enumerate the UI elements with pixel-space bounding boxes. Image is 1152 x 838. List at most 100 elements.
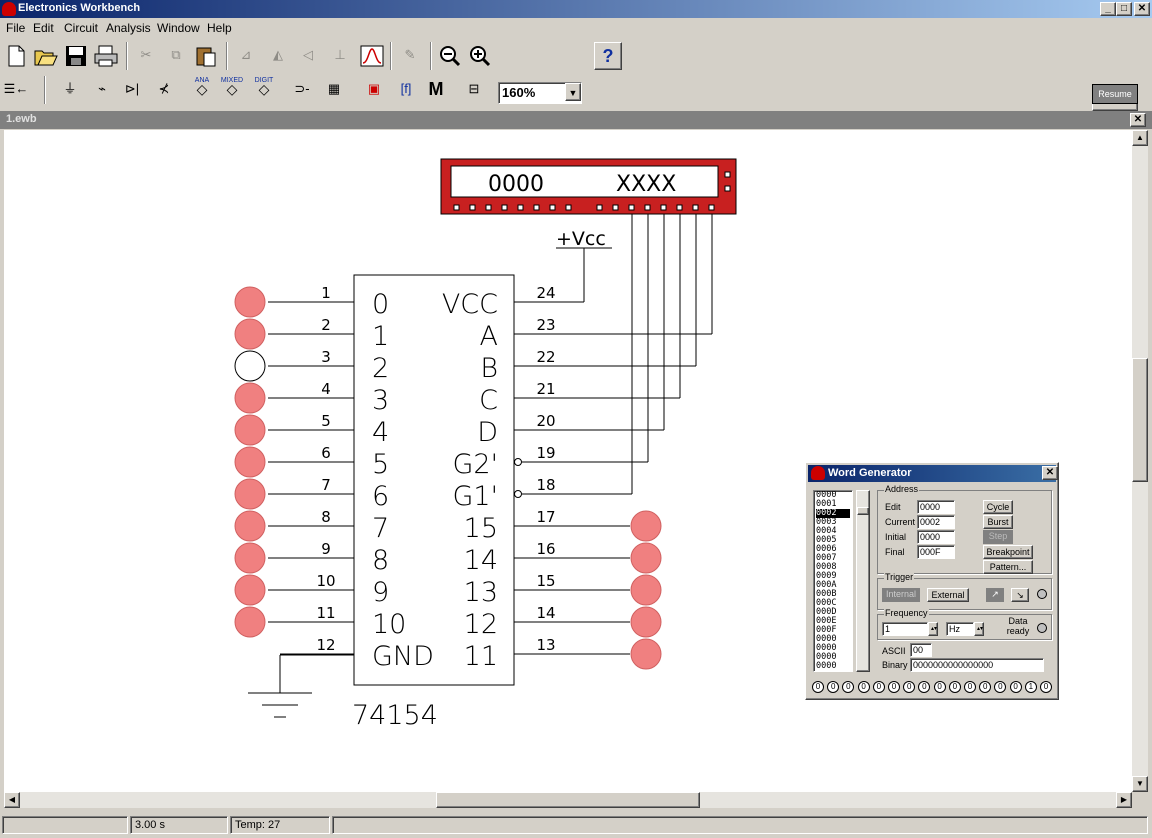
output-bit-terminal[interactable]: 0 [948,681,961,693]
scroll-right-icon[interactable]: ▶ [1116,792,1132,808]
display-terminal[interactable] [517,204,524,211]
internal-trigger-button[interactable]: Internal [882,588,920,602]
word-list-item[interactable]: 0000 [816,652,837,662]
frequency-spinner-icon[interactable]: ▴▾ [928,622,938,636]
word-list-item[interactable]: 000A [816,580,837,590]
output-bit-terminal[interactable]: 0 [994,681,1007,693]
frequency-field[interactable]: 1 [882,622,928,636]
probe-led[interactable] [234,350,266,382]
indicators-bin-icon[interactable]: ▣ [367,81,381,96]
menu-file[interactable]: File [6,21,26,35]
vertical-scrollbar[interactable]: ▲ ▼ [1132,130,1148,792]
resume-button[interactable]: Resume [1092,84,1138,104]
word-list-item[interactable]: 0007 [816,553,837,563]
output-bit-terminal[interactable]: 0 [918,681,931,693]
miscellaneous-bin-icon[interactable]: M [428,79,444,99]
output-bit-terminal[interactable]: 0 [964,681,976,693]
flip-horizontal-icon[interactable]: ◭ [273,47,283,62]
output-bit-terminal[interactable]: 0 [933,681,946,693]
menu-help[interactable]: Help [207,21,232,35]
output-bit-terminal[interactable]: 0 [888,681,900,693]
diodes-bin-icon[interactable]: ⊳| [124,81,140,96]
unit-spinner-icon[interactable]: ▴▾ [974,622,984,636]
word-list-item[interactable]: 0008 [816,562,837,572]
help-button[interactable]: ? [594,42,622,70]
horizontal-scrollbar[interactable]: ◀ ▶ [4,792,1132,808]
word-list-item[interactable]: 000F [816,625,837,635]
digital-ics-bin-icon[interactable]: DIGIT◇ [254,77,274,97]
scroll-left-icon[interactable]: ◀ [4,792,20,808]
restore-button[interactable]: □ [1116,2,1132,16]
word-list-item[interactable]: 0005 [816,535,837,545]
edit-field[interactable]: 0000 [917,500,955,514]
trigger-terminal-icon[interactable] [1037,589,1047,599]
open-icon[interactable] [32,42,60,70]
display-terminal[interactable] [708,204,715,211]
save-icon[interactable] [62,42,90,70]
cut-icon[interactable]: ✂ [140,47,152,62]
word-list-item[interactable]: 000D [816,607,837,617]
probe-led[interactable] [630,638,662,670]
output-bit-terminal[interactable]: 1 [1024,681,1037,693]
menu-circuit[interactable]: Circuit [64,21,99,35]
breakpoint-button[interactable]: Breakpoint [983,545,1033,559]
word-list-item[interactable]: 0002 [816,509,850,518]
word-generator-close-button[interactable]: ✕ [1042,466,1058,480]
display-terminal[interactable] [612,204,619,211]
close-button[interactable]: ✕ [1134,2,1150,16]
zoom-out-icon[interactable] [436,42,464,70]
scroll-up-icon[interactable]: ▲ [1132,130,1148,146]
probe-led[interactable] [234,574,266,606]
output-bit-terminal[interactable]: 0 [872,681,885,693]
frequency-unit-field[interactable]: Hz [946,622,974,636]
probe-led[interactable] [630,510,662,542]
probe-led[interactable] [630,606,662,638]
word-list-item[interactable]: 000E [816,616,837,626]
probe-led[interactable] [234,606,266,638]
display-terminal[interactable] [692,204,699,211]
zoom-in-icon[interactable] [466,42,494,70]
display-terminal[interactable] [453,204,460,211]
step-button[interactable]: Step [983,530,1013,544]
display-terminal[interactable] [724,171,731,178]
ic-74154[interactable] [353,274,515,686]
probe-led[interactable] [234,382,266,414]
minimize-button[interactable]: _ [1100,2,1116,16]
controls-bin-icon[interactable]: [f] [400,81,412,96]
display-terminal[interactable] [676,204,683,211]
word-list-item[interactable]: 0006 [816,544,837,554]
probe-led[interactable] [234,542,266,574]
ascii-field[interactable]: 00 [910,643,932,657]
word-list-item[interactable]: 0009 [816,571,837,581]
chevron-down-icon[interactable]: ▼ [565,83,581,101]
vertical-scroll-thumb[interactable] [1132,358,1148,482]
output-bit-terminal[interactable]: 0 [903,681,916,693]
parts-bin-toggle-icon[interactable]: ☰← [3,81,29,96]
external-trigger-button[interactable]: External [927,588,969,602]
component-properties-icon[interactable]: ⊥ [334,47,346,62]
display-terminal[interactable] [660,204,667,211]
word-generator-titlebar[interactable]: Word Generator ✕ [808,465,1058,482]
paste-icon[interactable] [192,42,220,70]
create-subcircuit-icon[interactable] [358,42,386,70]
graph-icon[interactable]: ✎ [404,47,416,62]
probe-led[interactable] [234,414,266,446]
menu-window[interactable]: Window [157,21,200,35]
word-list-item[interactable]: 000B [816,589,837,599]
display-terminal[interactable] [565,204,572,211]
probe-led[interactable] [234,478,266,510]
probe-led[interactable] [630,542,662,574]
rotate-icon[interactable]: ⊿ [240,47,252,62]
probe-led[interactable] [630,574,662,606]
zoom-select[interactable]: 160%▼ [498,82,582,104]
basic-bin-icon[interactable]: ⌁ [98,81,106,96]
initial-field[interactable]: 0000 [917,530,955,544]
word-list-item[interactable]: 0000 [816,634,837,644]
word-list-item[interactable]: 0001 [816,499,837,509]
word-list-scrollbar[interactable] [856,490,870,672]
probe-led[interactable] [234,446,266,478]
display-terminal[interactable] [485,204,492,211]
menu-edit[interactable]: Edit [33,21,54,35]
display-terminal[interactable] [724,185,731,192]
instruments-bin-icon[interactable]: ⊟ [468,81,480,96]
